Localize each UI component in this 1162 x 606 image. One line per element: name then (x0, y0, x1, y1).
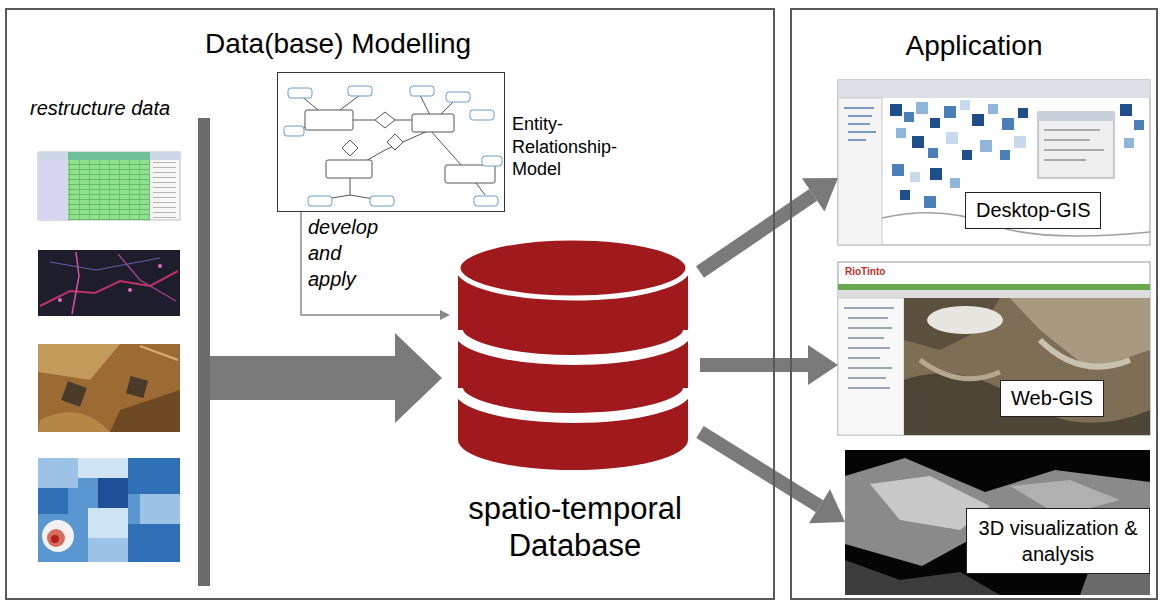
er-model-miniature (277, 72, 505, 212)
node-text: Data(base) Modelling (205, 28, 471, 60)
connector (696, 426, 845, 523)
application-screen: Desktop-GIS (838, 80, 1150, 245)
application-label: Desktop-GIS (965, 192, 1101, 229)
application-label: 3D visualization & analysis (966, 508, 1150, 574)
arrow-head (808, 345, 838, 385)
heatmap-thumbnail (38, 458, 180, 562)
connector-shaft (696, 426, 823, 512)
arrow-head (802, 178, 838, 211)
connector (700, 345, 838, 385)
application-label: Web-GIS (1000, 380, 1104, 417)
desktop-gis-screenshot (838, 80, 1150, 245)
web-gis-screenshot (838, 262, 1150, 435)
input-arrow (210, 333, 442, 423)
cad-map-thumbnail (38, 250, 180, 316)
arrow-head (440, 310, 450, 320)
database-node: spatio-temporal Database (450, 236, 700, 590)
3d-visualization-screenshot (845, 450, 1150, 595)
connector (696, 178, 838, 278)
panel: ApplicationDesktop-GIS Web-GIS 3D visualiz… (790, 8, 1158, 600)
node-text: spatio-temporal Database (450, 490, 700, 564)
input-label: restructure data (30, 97, 170, 120)
connector-line (301, 212, 440, 315)
application-screen: Web-GIS (838, 262, 1150, 435)
aerial-photo-thumbnail (38, 344, 180, 432)
logo-text: RioTinto (845, 266, 885, 277)
connector-shaft (696, 189, 817, 278)
edge-label: develop and apply (308, 214, 388, 292)
node-text: Entity-Relationship-Model (512, 113, 630, 181)
table-thumbnail (38, 152, 180, 220)
application-screen: 3D visualization & analysis (845, 450, 1150, 595)
database-cylinder (458, 238, 688, 470)
connector (301, 212, 450, 320)
panel: Data(base) ModellingEntity-Relationship-… (5, 8, 775, 600)
collector-bar (198, 118, 210, 586)
arrow-head (809, 489, 845, 523)
node-text: Application (792, 30, 1156, 62)
er-model-box: Entity-Relationship-Model (277, 72, 505, 212)
